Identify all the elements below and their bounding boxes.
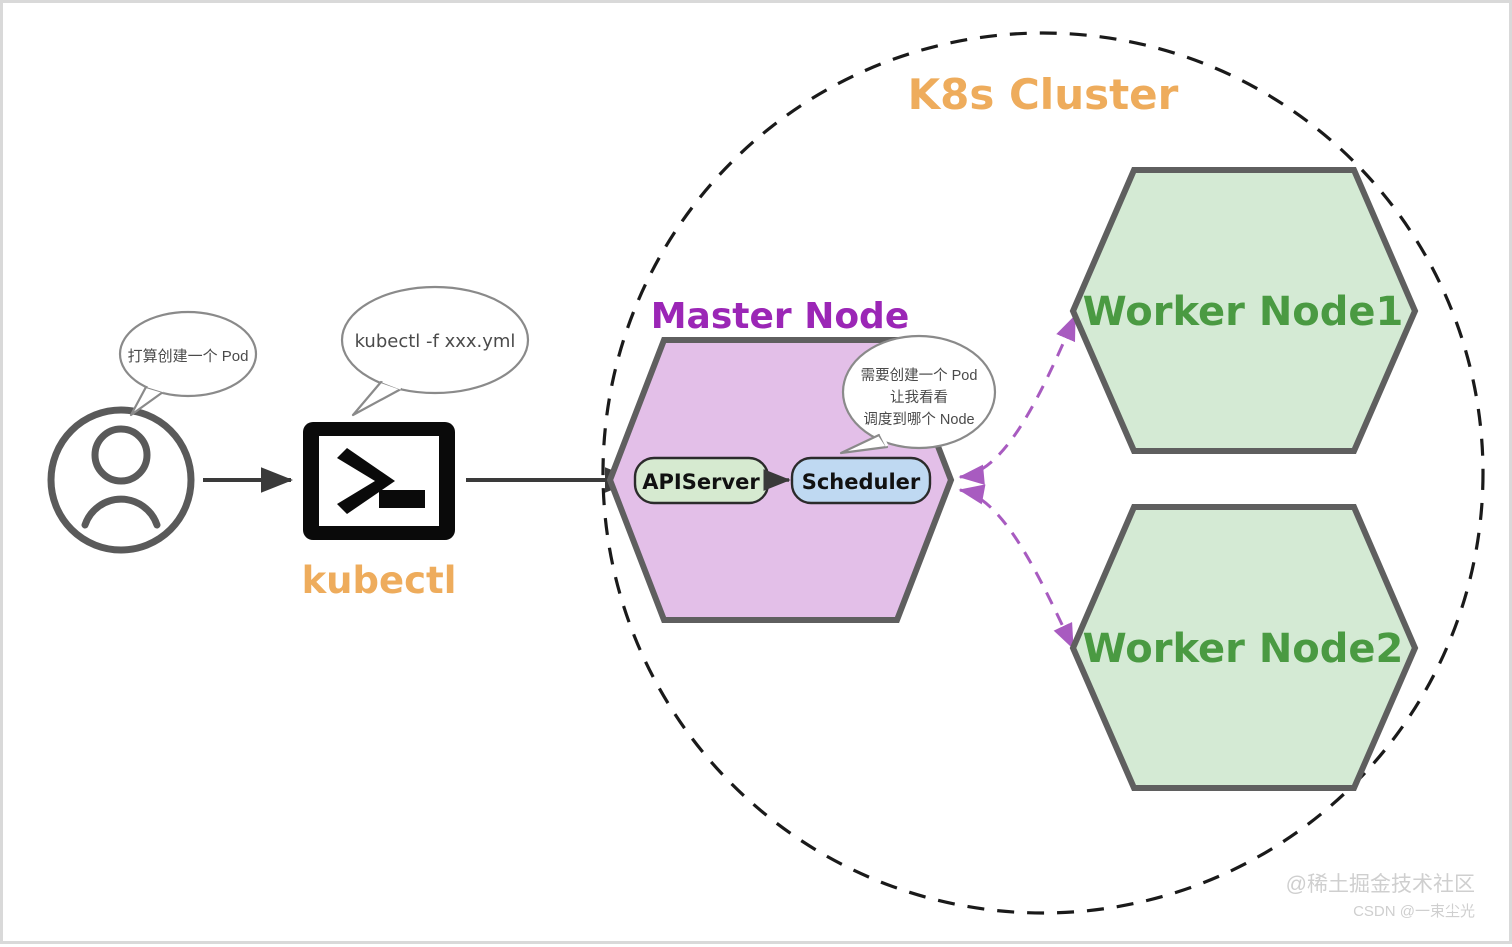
worker-node-2-label: Worker Node2: [1083, 626, 1404, 672]
worker-node-1-hexagon: [1069, 167, 1419, 454]
link-master-to-worker1: [958, 314, 1077, 485]
apiserver-box[interactable]: APIServer: [633, 456, 770, 505]
actor-speech-bubble: 打算创建一个 Pod: [118, 310, 258, 417]
apiserver-label: APIServer: [642, 470, 760, 494]
k8s-cluster-boundary: [601, 31, 1485, 915]
k8s-cluster-title: K8s Cluster: [908, 70, 1179, 119]
actor-bubble-text: 打算创建一个 Pod: [128, 347, 249, 365]
kubectl-label: kubectl: [302, 559, 457, 602]
scheduler-label: Scheduler: [802, 470, 921, 494]
k8s-architecture-diagram: K8s Cluster 打算创建一个 Pod kubectl: [47, 31, 1485, 920]
worker-node-2[interactable]: Worker Node2: [1069, 504, 1419, 791]
scheduler-speech-bubble: 需要创建一个 Pod 让我看看 调度到哪个 Node: [839, 334, 997, 455]
worker-node-1-label: Worker Node1: [1083, 289, 1404, 335]
scheduler-box[interactable]: Scheduler: [790, 456, 932, 505]
worker-node-2-hexagon: [1069, 504, 1419, 791]
scheduler-bubble-line-2: 让我看看: [890, 389, 948, 406]
scheduler-bubble-line-3: 调度到哪个 Node: [863, 411, 974, 428]
watermark-primary: @稀土掘金技术社区: [1286, 873, 1475, 896]
kubectl-speech-bubble: kubectl -f xxx.yml: [340, 285, 530, 417]
scheduler-bubble-line-1: 需要创建一个 Pod: [861, 367, 978, 384]
terminal-icon: [303, 422, 455, 540]
watermark-secondary: CSDN @一束尘光: [1353, 903, 1475, 920]
kubectl-bubble-text: kubectl -f xxx.yml: [355, 331, 516, 352]
user-avatar-icon: [47, 406, 195, 554]
worker-node-1[interactable]: Worker Node1: [1069, 167, 1419, 454]
link-master-to-worker2: [958, 484, 1075, 650]
master-node-title: Master Node: [651, 296, 910, 337]
